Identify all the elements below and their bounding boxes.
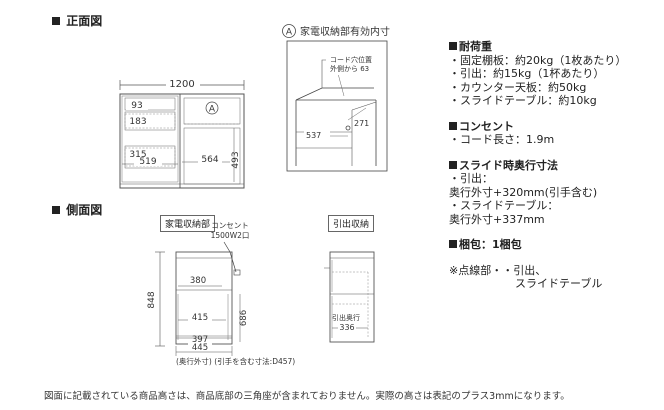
front-width-label: 1200 <box>169 79 194 90</box>
outlet-note-line1: コンセント <box>211 221 249 230</box>
drawer-storage-label: 引出収納 <box>328 215 375 232</box>
slide-line-2: 奥行外寸+320mm(引手含む) <box>449 185 598 199</box>
outlet-note-line2: 1500W2口 <box>211 231 250 240</box>
side-view-title: 側面図 <box>52 201 102 218</box>
spec-panel: 耐荷重 ・固定棚板：約20kg（1枚あたり） ・引出：約15kg（1杯あたり） … <box>449 40 626 291</box>
detail-title: 家電収納部有効内寸 <box>300 25 390 38</box>
side-dim-415: 415 <box>192 313 208 323</box>
detail-dim-271: 271 <box>354 119 369 128</box>
slide-title: スライド時奥行寸法 <box>449 159 626 173</box>
front-dim-493: 493 <box>231 151 241 168</box>
load-item-1: ・固定棚板：約20kg（1枚あたり） <box>449 53 627 67</box>
front-dim-315: 315 <box>129 150 146 160</box>
load-title: 耐荷重 <box>449 40 626 54</box>
footer-note: 図面に記載されている商品高さは、商品底部の三角座が含まれておりません。実際の高さ… <box>44 391 570 402</box>
front-dim-93: 93 <box>131 101 142 111</box>
detail-note-line1: コード穴位置 <box>330 55 372 64</box>
front-marker-a: A <box>209 105 216 115</box>
slide-line-1: ・引出： <box>449 172 493 185</box>
detail-a-drawing: A 家電収納部有効内寸 <box>282 24 390 38</box>
detail-a-perspective: コード穴位置 外側から 63 271 537 <box>286 40 388 172</box>
outlet-item-1: ・コード長さ：1.9m <box>449 133 555 146</box>
detail-dim-537: 537 <box>306 131 321 140</box>
load-item-2: ・引出：約15kg（1杯あたり） <box>449 67 605 80</box>
front-dim-183: 183 <box>129 117 146 127</box>
side-dim-380: 380 <box>190 276 206 286</box>
note-line-2: スライドテーブル <box>515 277 603 290</box>
detail-marker-a: A <box>286 28 293 38</box>
side-view-caption: (奥行外寸) (引手を含む寸法:D457) <box>176 357 296 366</box>
drawer-depth-336: 336 <box>339 323 354 332</box>
load-item-3: ・カウンター天板：約50kg <box>449 80 587 94</box>
slide-line-4: 奥行外寸+337mm <box>449 212 545 226</box>
drawer-side-drawing: 引出奥行 336 <box>324 251 375 343</box>
side-dim-445: 445 <box>192 343 208 353</box>
detail-note-line2: 外側から 63 <box>330 64 369 73</box>
appliance-storage-label: 家電収納部 <box>160 215 216 232</box>
front-dim-519: 519 <box>139 157 156 167</box>
side-dim-848: 848 <box>147 291 157 308</box>
note-line-1: ※点線部・・引出、 <box>449 263 547 277</box>
drawer-depth-line1: 引出奥行 <box>332 313 360 322</box>
front-dim-564: 564 <box>201 155 218 165</box>
side-dim-686: 686 <box>239 310 249 326</box>
outlet-title: コンセント <box>449 120 626 134</box>
front-view-title: 正面図 <box>52 12 102 29</box>
slide-line-3: ・スライドテーブル： <box>449 199 559 212</box>
side-view-drawing: コンセント 1500W2口 848 380 415 686 397 445 <box>147 221 250 356</box>
pack-title: 梱包：1梱包 <box>449 238 626 252</box>
side-dim-397: 397 <box>192 335 208 345</box>
load-item-4: ・スライドテーブル：約10kg <box>449 94 597 107</box>
front-view-drawing: 1200 93 183 315 519 A 493 564 <box>119 76 245 189</box>
